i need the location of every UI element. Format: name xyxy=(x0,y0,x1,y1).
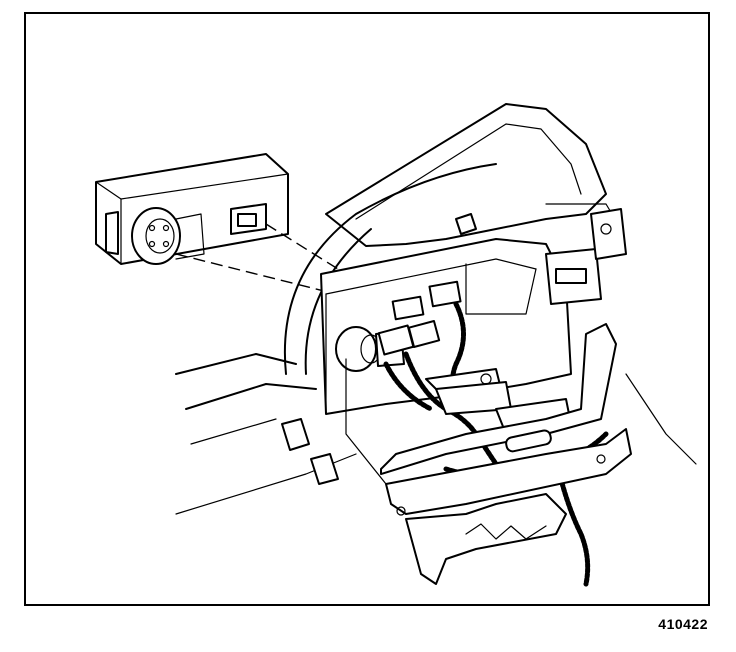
lower-console xyxy=(405,493,567,585)
headlamp-switch-module xyxy=(95,153,289,265)
left-dash-face xyxy=(175,353,697,515)
trim-panel-arc xyxy=(283,163,497,375)
figure-id-label: 410422 xyxy=(658,616,708,632)
diagram-frame xyxy=(24,12,710,606)
upper-dash-panel xyxy=(325,103,622,247)
panel-carrier xyxy=(320,208,627,415)
lower-trim-bezel xyxy=(380,323,632,516)
harness-connectors xyxy=(377,280,462,356)
dashboard-wiring-illustration xyxy=(95,103,697,587)
